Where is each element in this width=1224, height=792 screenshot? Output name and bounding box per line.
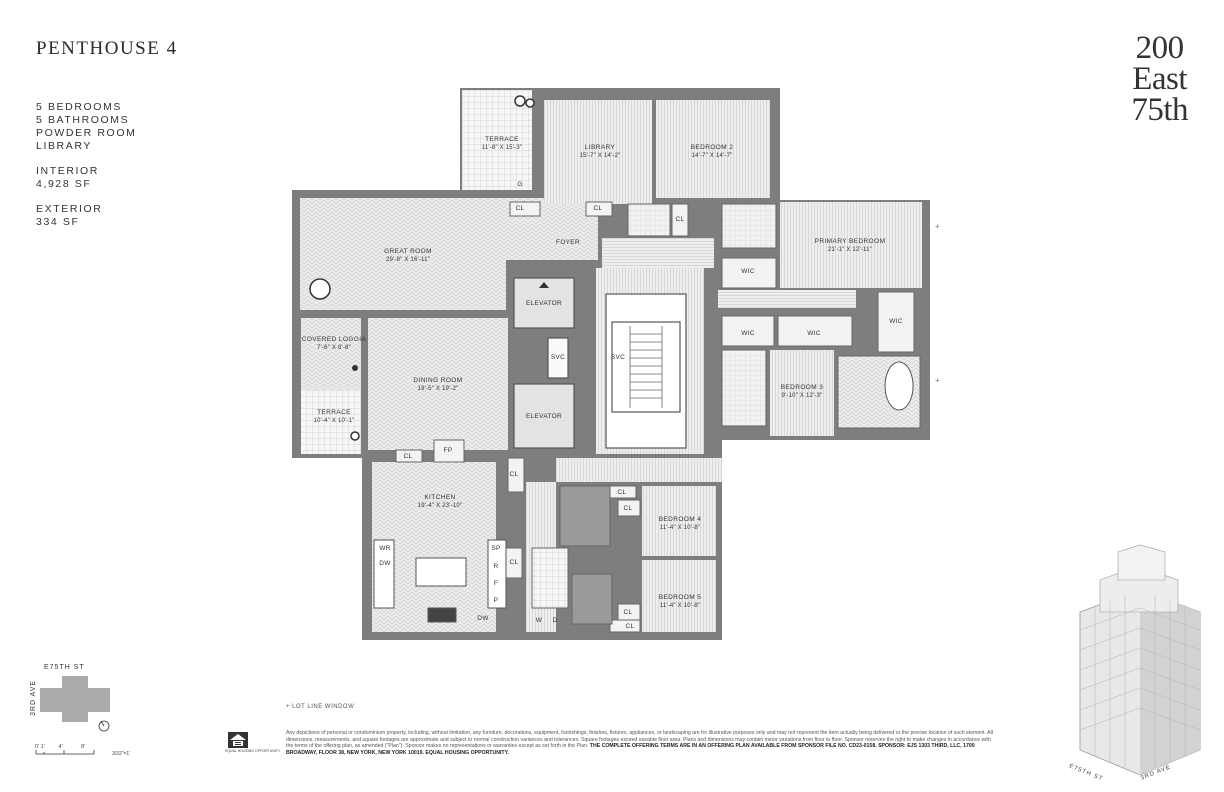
- tag-cl-1: CL: [515, 205, 525, 212]
- eho-label: EQUAL HOUSING OPPORTUNITY: [225, 749, 281, 753]
- terrace-west-floor: [301, 390, 361, 454]
- corridor-south: [556, 458, 722, 482]
- room-label-bedroom-2: BEDROOM 2 14'-7" X 14'-7": [690, 144, 734, 159]
- tag-pantry: P: [493, 597, 499, 604]
- tag-elevator-1: ELEVATOR: [526, 300, 562, 307]
- feature-list: 5 BEDROOMS 5 BATHROOMS POWDER ROOM LIBRA…: [36, 101, 136, 153]
- room-label-bedroom-3: BEDROOM 3 9'-10" X 12'-3": [780, 384, 824, 399]
- room-label-covered-loggia: COVERED LOGGIA 7'-6" X 8'-8": [301, 336, 367, 351]
- interior-label: INTERIOR: [36, 165, 99, 177]
- room-label-library: LIBRARY 15'-7" X 14'-2": [579, 144, 621, 159]
- tag-cl-10: CL: [625, 623, 635, 630]
- room-label-terrace-north: TERRACE 11'-8" X 15'-3": [481, 136, 523, 151]
- interior-sf: 4,928 SF: [36, 178, 92, 190]
- kitchen-fixtures: [373, 539, 507, 623]
- tag-wic-3: WIC: [807, 330, 821, 337]
- svg-text:+: +: [935, 222, 940, 231]
- great-room-floor: [300, 198, 506, 310]
- exterior-sf: 334 SF: [36, 216, 80, 228]
- room-label-great-room: GREAT ROOM 29'-8" X 16'-11": [384, 248, 432, 263]
- equal-housing-icon: [228, 732, 248, 748]
- library-floor: [544, 100, 652, 204]
- tag-cl-2: CL: [593, 205, 603, 212]
- tag-elevator-2: ELEVATOR: [526, 413, 562, 420]
- building-render: [1079, 544, 1201, 776]
- scale-label: 3/32"=1': [112, 751, 131, 757]
- building-core: [513, 277, 687, 449]
- brand-line-2: East: [1132, 61, 1188, 97]
- tag-svc-2: SVC: [610, 354, 626, 361]
- tag-grill: G: [517, 181, 523, 188]
- feature-bathrooms: 5 BATHROOMS: [36, 114, 130, 126]
- feature-bedrooms: 5 BEDROOMS: [36, 101, 123, 113]
- room-label-terrace-west: TERRACE 10'-4" X 10'-1": [313, 409, 355, 424]
- exterior-label: EXTERIOR: [36, 203, 103, 215]
- svg-text:+: +: [935, 376, 940, 385]
- bedroom-3-floor: [770, 350, 834, 436]
- corridor-foyer: [602, 238, 714, 268]
- tag-cl-6: CL: [509, 559, 519, 566]
- tag-cl-9: CL: [623, 609, 633, 616]
- scale-ticks: 0' 1' 4' 8': [35, 744, 86, 750]
- tag-cl-3: CL: [675, 216, 685, 223]
- north-arrow-icon: [98, 720, 110, 732]
- tag-dishwasher-1: DW: [379, 560, 391, 567]
- brand-line-1: 200: [1135, 30, 1184, 66]
- room-label-primary-bedroom: PRIMARY BEDROOM 21'-1" X 12'-11": [814, 238, 886, 253]
- tag-wine-refrigerator: WR: [379, 545, 391, 552]
- legal-disclaimer: Any depictions of personal or condominiu…: [286, 730, 993, 756]
- tag-cl-8: CL: [623, 505, 633, 512]
- unit-specs: 5 BEDROOMS 5 BATHROOMS POWDER ROOM LIBRA…: [36, 101, 136, 241]
- brand-line-3: 75th: [1131, 92, 1188, 128]
- tag-svc-1: SVC: [550, 354, 566, 361]
- tag-foyer: FOYER: [556, 239, 580, 246]
- tag-range: R: [493, 563, 499, 570]
- tag-washer: W: [535, 617, 543, 624]
- column-planter: [309, 278, 331, 300]
- room-label-bedroom-4: BEDROOM 4 11'-4" X 10'-8": [658, 516, 702, 531]
- tag-fridge: F: [493, 580, 499, 587]
- lot-line-note: + LOT LINE WINDOW: [286, 704, 355, 710]
- loggia-floor: [301, 318, 361, 390]
- tag-wic-4: WIC: [889, 318, 903, 325]
- scale-bar: [35, 750, 95, 755]
- key-plan-street: E75TH ST: [44, 664, 85, 671]
- tag-dishwasher-2: DW: [477, 615, 489, 622]
- room-label-dining-room: DINING ROOM 19'-5" X 19'-2": [413, 377, 463, 392]
- bedroom-5-floor: [642, 560, 716, 632]
- corridor-primary: [718, 290, 856, 308]
- tag-fireplace: FP: [443, 447, 453, 454]
- tag-wic-1: WIC: [741, 268, 755, 275]
- room-label-kitchen: KITCHEN 19'-4" X 23'-10": [417, 494, 463, 509]
- bathtub: [884, 361, 914, 411]
- feature-library: LIBRARY: [36, 140, 92, 152]
- closets: [395, 201, 915, 633]
- tag-sink-prep: SP: [491, 545, 501, 552]
- tag-dryer: D: [552, 617, 558, 624]
- brand-logo: 200 East 75th: [1131, 30, 1188, 128]
- exterior-area: EXTERIOR 334 SF: [36, 203, 136, 229]
- key-plan: [40, 676, 110, 722]
- tag-cl-4: CL: [403, 453, 413, 460]
- unit-title: PENTHOUSE 4: [36, 38, 178, 59]
- bedroom-2-floor: [656, 100, 770, 198]
- tag-wic-2: WIC: [741, 330, 755, 337]
- stair-treads: [629, 326, 663, 408]
- bedroom-4-floor: [642, 486, 716, 556]
- key-plan-avenue: 3RD AVE: [30, 679, 37, 716]
- dining-room-floor: [368, 318, 508, 450]
- interior-area: INTERIOR 4,928 SF: [36, 165, 136, 191]
- room-label-bedroom-5: BEDROOM 5 11'-4" X 10'-8": [658, 594, 702, 609]
- tag-cl-7: CL: [617, 489, 627, 496]
- tag-cl-5: CL: [509, 471, 519, 478]
- primary-bedroom-floor: [780, 202, 922, 288]
- feature-powder-room: POWDER ROOM: [36, 127, 137, 139]
